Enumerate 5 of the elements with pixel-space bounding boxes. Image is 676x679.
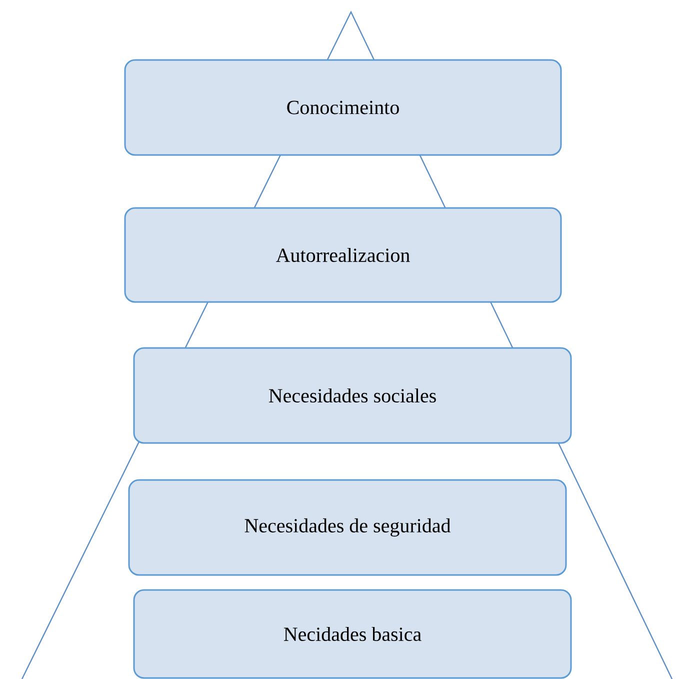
- level-box: Necidades basica: [133, 589, 572, 679]
- level-box: Necesidades sociales: [133, 347, 572, 444]
- level-box: Conocimeinto: [124, 59, 562, 156]
- level-box: Necesidades de seguridad: [128, 479, 567, 576]
- level-box: Autorrealizacion: [124, 207, 562, 303]
